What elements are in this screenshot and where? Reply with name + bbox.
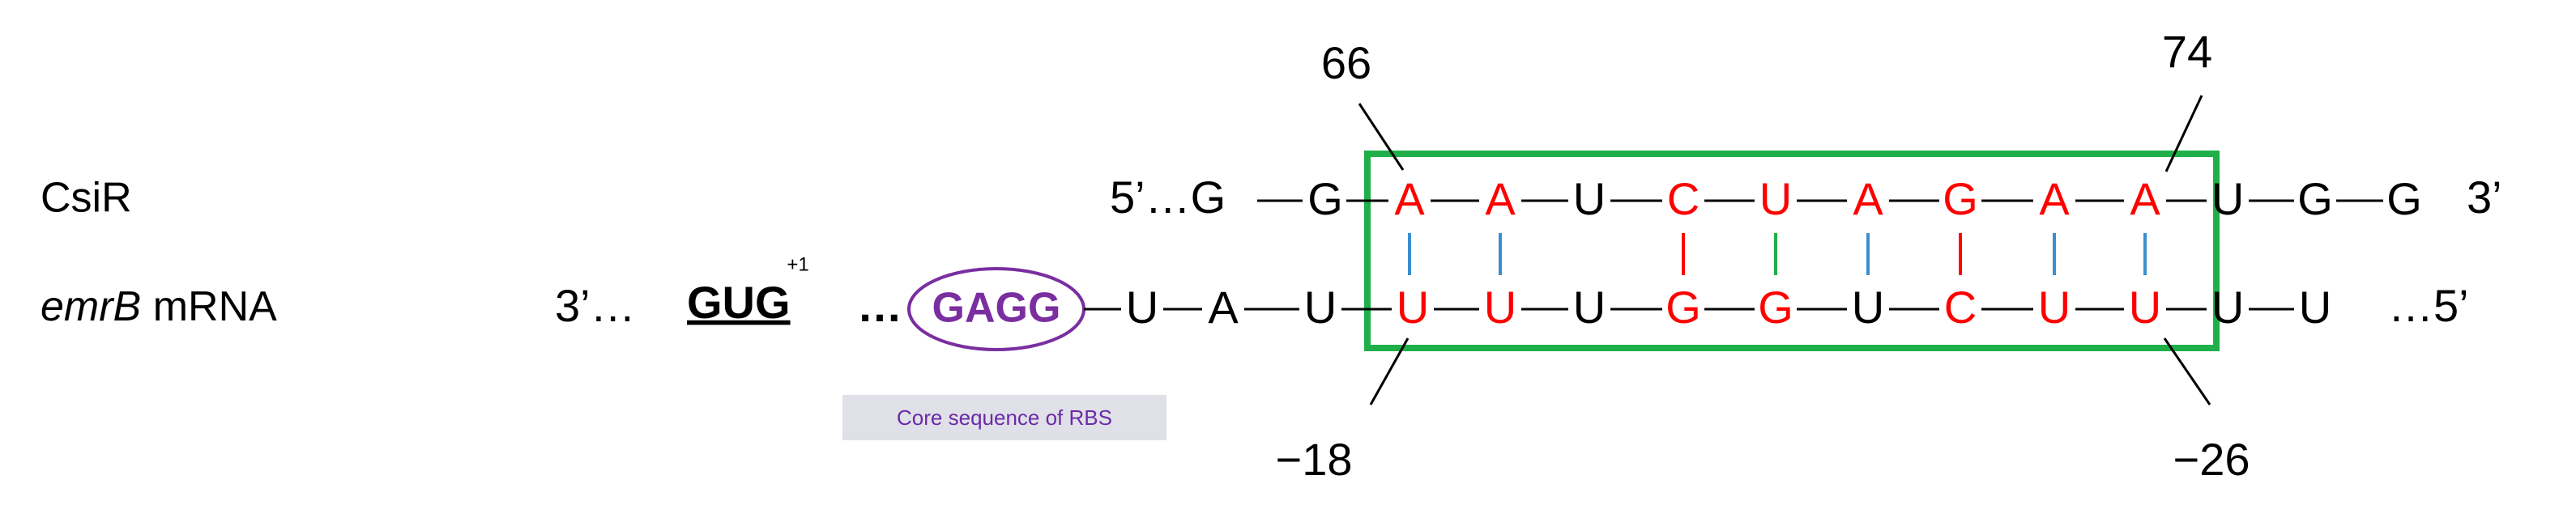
mrna-5prime-suffix: …5’ bbox=[2388, 280, 2469, 331]
leader-line-66 bbox=[1358, 103, 1405, 171]
csir-base: A bbox=[2039, 173, 2070, 224]
mrna-base: U bbox=[2038, 282, 2071, 333]
emrb-gene-name: emrB bbox=[41, 283, 141, 330]
leader-line-74 bbox=[2164, 95, 2203, 172]
base-pair-lines bbox=[1408, 233, 2147, 275]
mrna-base: U bbox=[1852, 282, 1884, 333]
mrna-base: U bbox=[2211, 282, 2244, 333]
rbs-caption: Core sequence of RBS bbox=[897, 405, 1112, 430]
emrb-mrna-label: emrB mRNA bbox=[41, 283, 277, 330]
position-label-66: 66 bbox=[1321, 37, 1371, 88]
leader-line-minus-18 bbox=[1369, 337, 1410, 405]
csir-base: A bbox=[1394, 173, 1425, 224]
csir-base: U bbox=[1573, 173, 1606, 224]
mrna-base: U bbox=[2299, 282, 2331, 333]
position-label-74: 74 bbox=[2162, 26, 2212, 77]
mrna-base: G bbox=[1665, 282, 1701, 333]
mrna-base: U bbox=[1304, 282, 1337, 333]
csir-base: C bbox=[1667, 173, 1700, 224]
csir-base: G bbox=[2297, 173, 2333, 224]
csir-base: A bbox=[1485, 173, 1516, 224]
mrna-gap-dots: … bbox=[857, 280, 902, 331]
csir-base: U bbox=[1759, 173, 1792, 224]
start-codon: GUG bbox=[687, 277, 791, 328]
mrna-base: G bbox=[1758, 282, 1793, 333]
leader-line-minus-26 bbox=[2163, 337, 2211, 405]
mrna-3prime-prefix: 3’… bbox=[555, 280, 636, 331]
csir-base: G bbox=[2386, 173, 2422, 224]
mrna-base: U bbox=[2129, 282, 2161, 333]
mrna-word: mRNA bbox=[141, 283, 277, 330]
position-label-minus-26: −26 bbox=[2173, 434, 2250, 485]
mrna-base: U bbox=[1126, 282, 1158, 333]
rbs-caption-box bbox=[842, 395, 1166, 440]
csir-base: A bbox=[1853, 173, 1883, 224]
csir-base: U bbox=[2211, 173, 2244, 224]
csir-base: G bbox=[1943, 173, 1978, 224]
csir-5prime-prefix: 5’…G bbox=[1110, 172, 1226, 223]
mrna-base: U bbox=[1573, 282, 1606, 333]
rbs-sequence: GAGG bbox=[932, 285, 1061, 332]
mrna-base: U bbox=[1484, 282, 1516, 333]
mrna-base: C bbox=[1944, 282, 1977, 333]
csir-3prime-suffix: 3’ bbox=[2467, 172, 2502, 223]
pairing-box bbox=[1364, 151, 2220, 351]
csir-label: CsiR bbox=[41, 175, 132, 222]
mrna-base: U bbox=[1397, 282, 1429, 333]
csir-base: A bbox=[2130, 173, 2160, 224]
csir-base: G bbox=[1307, 173, 1343, 224]
start-position-label: +1 bbox=[787, 253, 808, 275]
mrna-base: A bbox=[1208, 282, 1239, 333]
position-label-minus-18: −18 bbox=[1276, 434, 1353, 485]
